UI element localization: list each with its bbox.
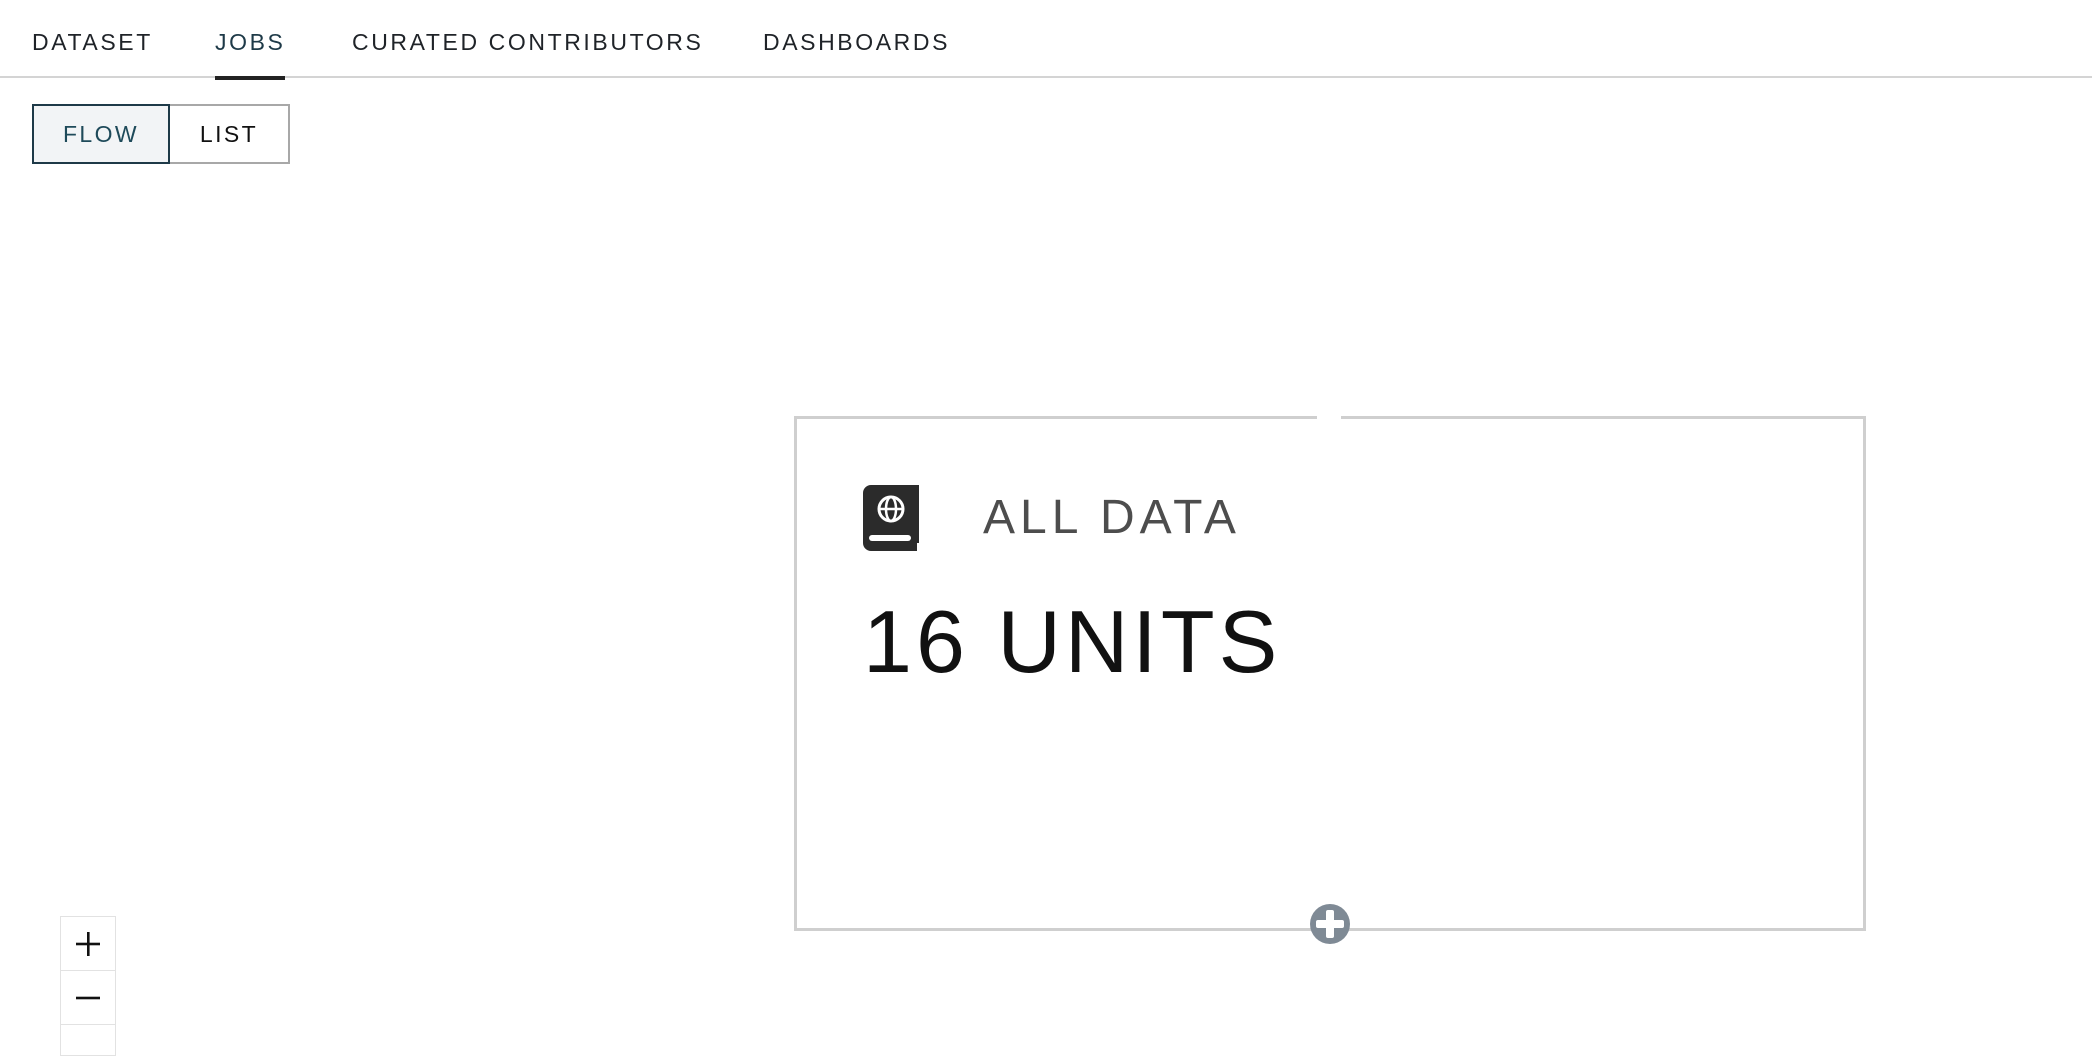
- minus-icon: [76, 996, 100, 999]
- top-navigation: DATASET JOBS CURATED CONTRIBUTORS DASHBO…: [0, 0, 2092, 80]
- list-view-button[interactable]: LIST: [170, 104, 290, 164]
- zoom-in-button[interactable]: [61, 917, 115, 971]
- flow-view-label: FLOW: [62, 120, 140, 147]
- all-data-node[interactable]: ALL DATA 16 UNITS: [794, 413, 1866, 931]
- node-unit-count: 16 UNITS: [863, 592, 1282, 691]
- zoom-out-button[interactable]: [61, 971, 115, 1025]
- plus-icon: [76, 931, 100, 956]
- tab-dashboards[interactable]: DASHBOARDS: [763, 0, 950, 78]
- tab-dataset[interactable]: DATASET: [32, 0, 153, 78]
- book-globe-icon: [863, 485, 919, 551]
- tab-jobs-label: JOBS: [215, 29, 286, 55]
- active-tab-underline: [215, 76, 286, 80]
- plus-circle-icon[interactable]: [1309, 903, 1351, 945]
- list-view-label: LIST: [199, 120, 259, 147]
- tab-dashboards-label: DASHBOARDS: [763, 29, 951, 55]
- view-toggle: FLOW LIST: [32, 104, 290, 164]
- node-input-handle: [1317, 413, 1341, 421]
- node-title: ALL DATA: [983, 491, 1241, 544]
- tab-curated-contributors[interactable]: CURATED CONTRIBUTORS: [352, 0, 703, 78]
- tab-curated-contributors-label: CURATED CONTRIBUTORS: [352, 29, 704, 55]
- flow-view-button[interactable]: FLOW: [32, 104, 170, 164]
- zoom-controls: [60, 916, 116, 1056]
- tab-dataset-label: DATASET: [32, 29, 153, 55]
- tab-jobs[interactable]: JOBS: [215, 0, 286, 80]
